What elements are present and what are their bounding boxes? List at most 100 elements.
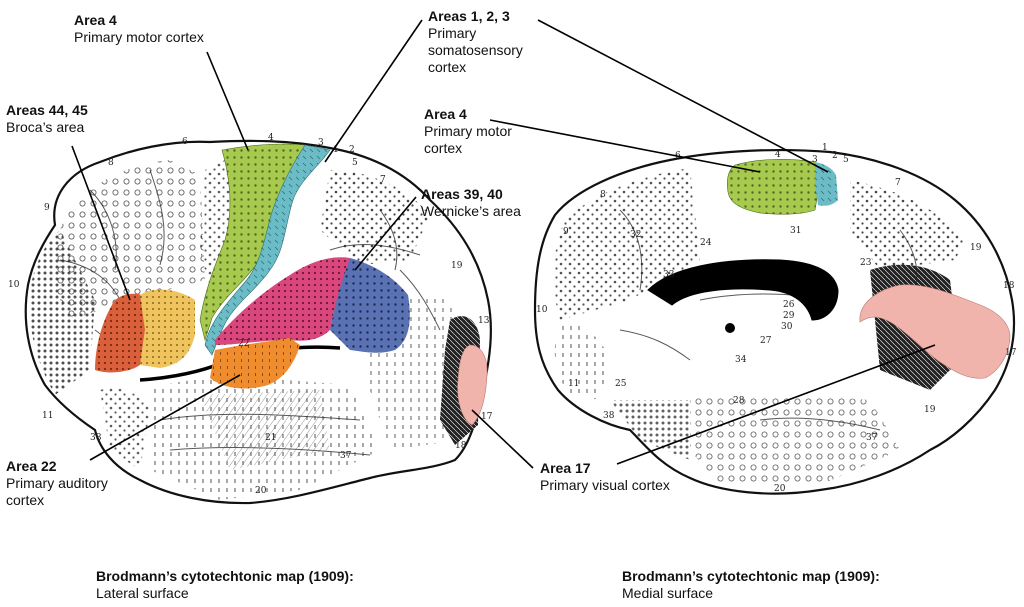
- area-number: 5: [352, 158, 358, 168]
- area-number: 22: [238, 339, 249, 349]
- label-areas123-line1: Primary: [428, 25, 477, 41]
- label-area4-medial-line1: Primary motor: [424, 123, 512, 139]
- label-areas123: Areas 1, 2, 3 Primary somatosensory cort…: [428, 8, 523, 76]
- area-number: 17: [1005, 348, 1017, 358]
- wernicke-area-39: [330, 258, 410, 353]
- label-area17: Area 17 Primary visual cortex: [540, 460, 670, 494]
- label-areas123-line2: somatosensory: [428, 42, 523, 58]
- leader-area22: [89, 374, 241, 461]
- label-area4-medial: Area 4 Primary motor cortex: [424, 106, 512, 157]
- leader-areas123-lateral: [324, 19, 423, 163]
- area-number: 26: [783, 300, 795, 310]
- area-number: 23: [860, 258, 872, 268]
- area-number: 6: [182, 137, 188, 147]
- area-number: 10: [8, 280, 20, 290]
- area-number: 11: [568, 379, 579, 389]
- area-number: 32: [630, 230, 641, 240]
- leader-area17-medial: [616, 344, 936, 465]
- leader-area17-lateral: [471, 409, 534, 469]
- somatosensory-area-123-medial: [815, 162, 838, 206]
- area-number: 13: [478, 316, 490, 326]
- area-number: 9: [563, 227, 569, 237]
- area-number: 8: [108, 158, 114, 168]
- caption-lateral-title: Brodmann’s cytotechtonic map (1909):: [96, 568, 354, 584]
- area-number: 7: [895, 178, 901, 188]
- area-number: 1: [822, 143, 828, 153]
- label-area4-lateral-text: Primary motor cortex: [74, 29, 204, 45]
- area-number: 33: [663, 270, 675, 280]
- area-number: 24: [700, 238, 712, 248]
- caption-medial: Brodmann’s cytotechtonic map (1909): Med…: [622, 568, 880, 602]
- area-number: 20: [774, 484, 786, 494]
- leader-area4-medial: [489, 119, 761, 173]
- broca-area-45: [140, 289, 195, 368]
- lateral-area-numbers: 4 6 8 9 10 11 3 1 2 5 7 19 13 17 18 38 2…: [8, 133, 493, 496]
- visual-area-17-lateral: [457, 344, 488, 426]
- area-number: 31: [790, 226, 801, 236]
- leader-wernicke: [354, 196, 417, 271]
- label-area4-lateral-title: Area 4: [74, 12, 117, 28]
- label-area22-line1: Primary auditory: [6, 475, 108, 491]
- area-number: 19: [924, 405, 936, 415]
- area-number: 3: [318, 138, 324, 148]
- area-number: 21: [265, 433, 276, 443]
- label-area4-lateral: Area 4 Primary motor cortex: [74, 12, 204, 46]
- area-number: 38: [603, 411, 615, 421]
- area-number: 27: [760, 336, 772, 346]
- medial-brain: [533, 148, 1016, 495]
- label-area4-medial-line2: cortex: [424, 140, 463, 156]
- label-wernicke: Areas 39, 40 Wernicke’s area: [421, 186, 521, 220]
- area-number: 20: [255, 486, 267, 496]
- leader-area4-lateral: [206, 51, 249, 151]
- label-areas123-title: Areas 1, 2, 3: [428, 8, 510, 24]
- area-number: 18: [1003, 281, 1015, 291]
- label-area22: Area 22 Primary auditory cortex: [6, 458, 108, 509]
- area-number: 5: [843, 155, 849, 165]
- area-number: 30: [781, 322, 793, 332]
- area-number: 19: [970, 243, 982, 253]
- area-number: 1: [333, 145, 339, 155]
- area-number: 9: [44, 203, 50, 213]
- area-number: 4: [775, 150, 781, 160]
- label-area22-line2: cortex: [6, 492, 45, 508]
- area-number: 11: [42, 411, 53, 421]
- area-number: 7: [380, 175, 386, 185]
- area-number: 10: [536, 305, 548, 315]
- area-number: 2: [832, 151, 838, 161]
- area-number: 37: [866, 433, 878, 443]
- caption-lateral-sub: Lateral surface: [96, 585, 189, 601]
- visual-area-17-medial: [859, 284, 1011, 379]
- leader-broca: [71, 145, 131, 301]
- label-areas123-line3: cortex: [428, 59, 467, 75]
- label-wernicke-title: Areas 39, 40: [421, 186, 503, 202]
- leader-lines: [71, 19, 936, 469]
- label-area17-text: Primary visual cortex: [540, 477, 670, 493]
- area-number: 4: [268, 133, 274, 143]
- label-broca-text: Broca’s area: [6, 119, 85, 135]
- area-number: 29: [783, 311, 795, 321]
- area-number: 37: [340, 451, 352, 461]
- label-area22-title: Area 22: [6, 458, 57, 474]
- medial-area-numbers: 6 8 9 4 3 1 2 5 7 19 18 17 10 11 25 38 2…: [536, 143, 1017, 494]
- label-broca: Areas 44, 45 Broca’s area: [6, 102, 88, 136]
- label-area4-medial-title: Area 4: [424, 106, 467, 122]
- area-number: 28: [733, 396, 745, 406]
- area-number: 3: [812, 155, 818, 165]
- label-area17-title: Area 17: [540, 460, 591, 476]
- lateral-brain: [24, 139, 492, 505]
- caption-lateral: Brodmann’s cytotechtonic map (1909): Lat…: [96, 568, 354, 602]
- area-number: 17: [481, 412, 493, 422]
- area-number: 38: [90, 433, 102, 443]
- caption-medial-sub: Medial surface: [622, 585, 714, 601]
- motor-area-4-medial: [726, 159, 821, 215]
- corpus-callosum: [647, 259, 839, 321]
- broca-area-44: [95, 293, 148, 373]
- label-broca-title: Areas 44, 45: [6, 102, 88, 118]
- area-number: 25: [615, 379, 627, 389]
- auditory-area-22: [210, 338, 300, 389]
- area-number: 34: [735, 355, 747, 365]
- area-number: 8: [600, 190, 606, 200]
- leader-areas123-medial: [537, 19, 829, 173]
- area-number: 19: [451, 261, 463, 271]
